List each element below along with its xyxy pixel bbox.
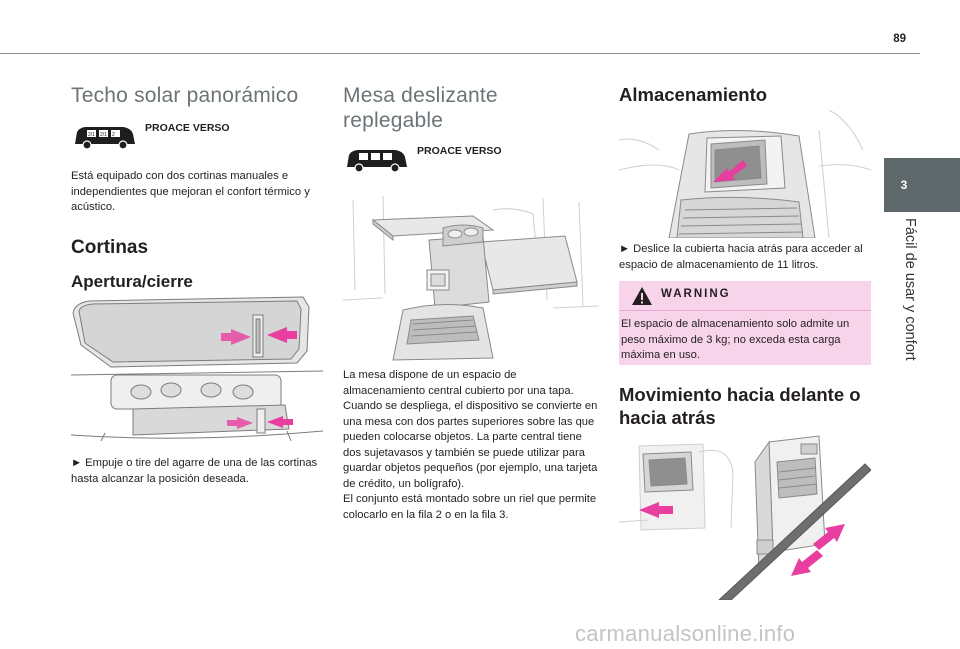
sunroof-bullet: ► Empuje o tire del agarre de una de las…: [71, 457, 318, 485]
heading-cortinas: Cortinas: [71, 236, 149, 258]
movement-illustration: [619, 432, 871, 600]
model-row: 2/1 2/1 2 PROACE VERSO: [71, 122, 323, 158]
table-illustration: [343, 190, 599, 362]
warning-title: WARNING: [661, 288, 731, 300]
svg-text:2/1: 2/1: [100, 132, 107, 138]
warning-header: WARNING: [619, 281, 871, 309]
heading-movement-line1: Movimiento hacia delante o: [619, 384, 861, 405]
van-icon: 2/1 2/1 2: [75, 127, 135, 150]
model-label: PROACE VERSO: [417, 145, 502, 157]
warning-text: El espacio de almacenamiento solo admite…: [621, 318, 850, 361]
table-body: La mesa dispone de un espacio de almacen…: [343, 369, 598, 490]
header-rule: [0, 53, 920, 54]
warning-box: WARNING El espacio de almacenamiento sol…: [619, 281, 871, 365]
watermark: carmanualsonline.info: [575, 621, 796, 646]
section-title-table-line1: Mesa deslizante: [343, 84, 498, 107]
sunroof-illustration: [71, 285, 323, 445]
storage-bullet-block: ► Deslice la cubierta hacia atrás para a…: [619, 242, 871, 273]
column-sunroof: Techo solar panorámico 2/1 2/1 2 PROACE …: [71, 83, 323, 292]
model-label: PROACE VERSO: [145, 122, 230, 134]
heading-movement-line2: hacia atrás: [619, 407, 716, 428]
chapter-number: 3: [900, 178, 908, 192]
model-row-table: PROACE VERSO: [343, 145, 599, 181]
warning-icon: [632, 287, 652, 305]
sunroof-intro: Está equipado con dos cortinas manuales …: [71, 170, 310, 213]
column-storage: Almacenamiento: [619, 83, 871, 106]
svg-text:2: 2: [112, 132, 115, 138]
chapter-title: Fácil de usar y confort: [902, 218, 918, 361]
section-title-table-line2: replegable: [343, 109, 444, 132]
page-number: 89: [893, 33, 906, 45]
warning-divider: [619, 310, 871, 311]
column-table: Mesa deslizante replegable PROACE VERSO: [343, 83, 599, 181]
heading-apertura: Apertura/cierre: [71, 271, 193, 291]
svg-text:2/1: 2/1: [88, 132, 95, 138]
storage-bullet: ► Deslice la cubierta hacia atrás para a…: [619, 243, 863, 271]
section-title-sunroof: Techo solar panorámico: [71, 84, 299, 107]
storage-illustration: [619, 110, 871, 238]
movement-heading-block: Movimiento hacia delante o hacia atrás: [619, 383, 871, 429]
section-title-storage: Almacenamiento: [619, 84, 768, 105]
van-icon: [347, 150, 407, 173]
table-body-block: La mesa dispone de un espacio de almacen…: [343, 368, 599, 523]
chapter-tab[interactable]: 3: [884, 158, 960, 212]
sunroof-bullet-block: ► Empuje o tire del agarre de una de las…: [71, 456, 323, 487]
table-body-2: El conjunto está montado sobre un riel q…: [343, 493, 597, 521]
